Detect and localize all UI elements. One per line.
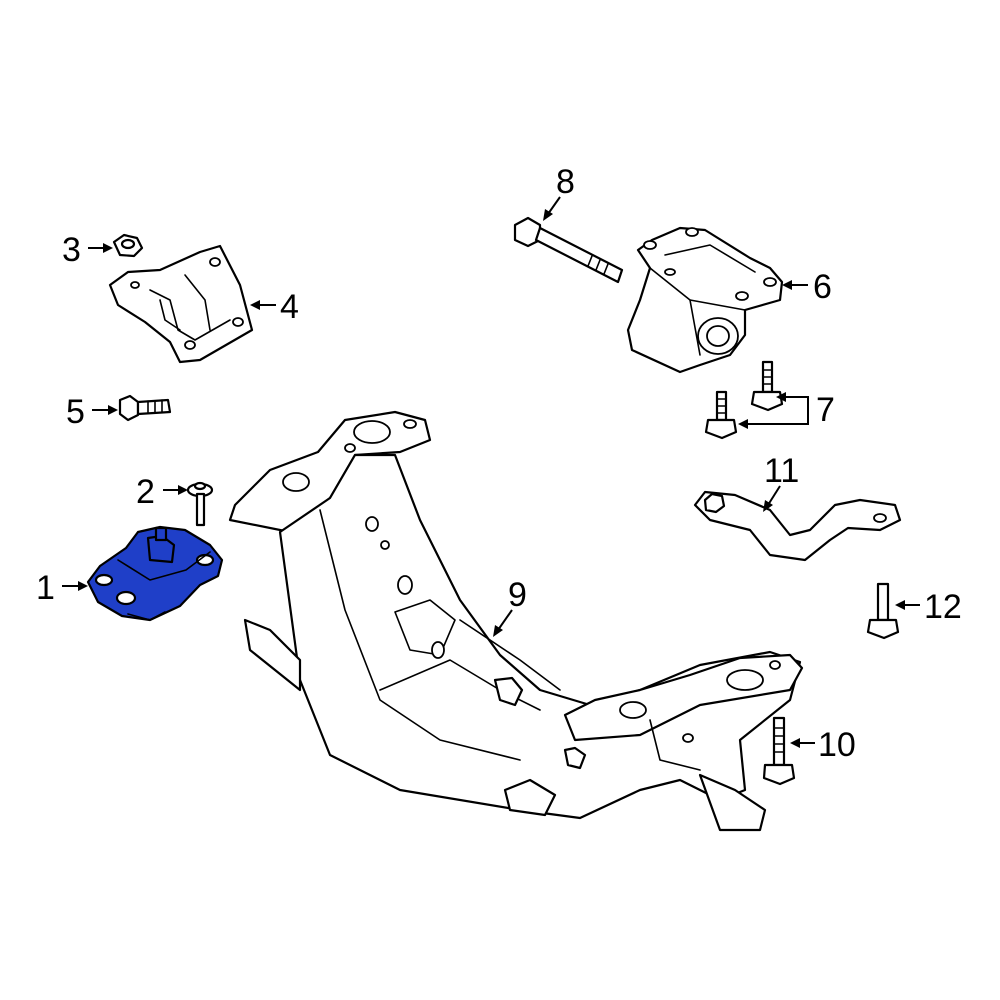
callout-leaders — [62, 196, 920, 748]
part-9-subframe[interactable] — [228, 410, 804, 832]
callout-7: 7 — [816, 391, 835, 429]
part-1-engine-mount[interactable] — [86, 525, 224, 622]
part-5-bolt[interactable] — [118, 394, 172, 422]
part-3-nut[interactable] — [112, 233, 144, 258]
part-11-strap-bracket[interactable] — [693, 490, 902, 562]
callout-labels: 1 2 3 4 5 6 7 8 9 10 11 12 — [36, 163, 962, 764]
part-8-long-bolt[interactable] — [513, 216, 624, 284]
part-7-bolts[interactable] — [704, 360, 784, 440]
callout-11: 11 — [764, 452, 799, 490]
callout-10: 10 — [818, 726, 856, 764]
callout-8: 8 — [556, 163, 575, 201]
part-12-stud-bolt[interactable] — [866, 582, 900, 640]
callout-3: 3 — [62, 231, 81, 269]
callout-12: 12 — [924, 588, 962, 626]
part-2-bolt[interactable] — [186, 481, 214, 527]
callout-6: 6 — [813, 268, 832, 306]
callout-2: 2 — [136, 473, 155, 511]
callout-9: 9 — [508, 576, 527, 614]
callout-1: 1 — [36, 569, 55, 607]
callout-5: 5 — [66, 393, 85, 431]
callout-4: 4 — [280, 288, 299, 326]
part-10-bolt[interactable] — [762, 716, 796, 786]
part-6-mount-bracket[interactable] — [626, 226, 784, 374]
part-4-bracket[interactable] — [108, 244, 254, 364]
